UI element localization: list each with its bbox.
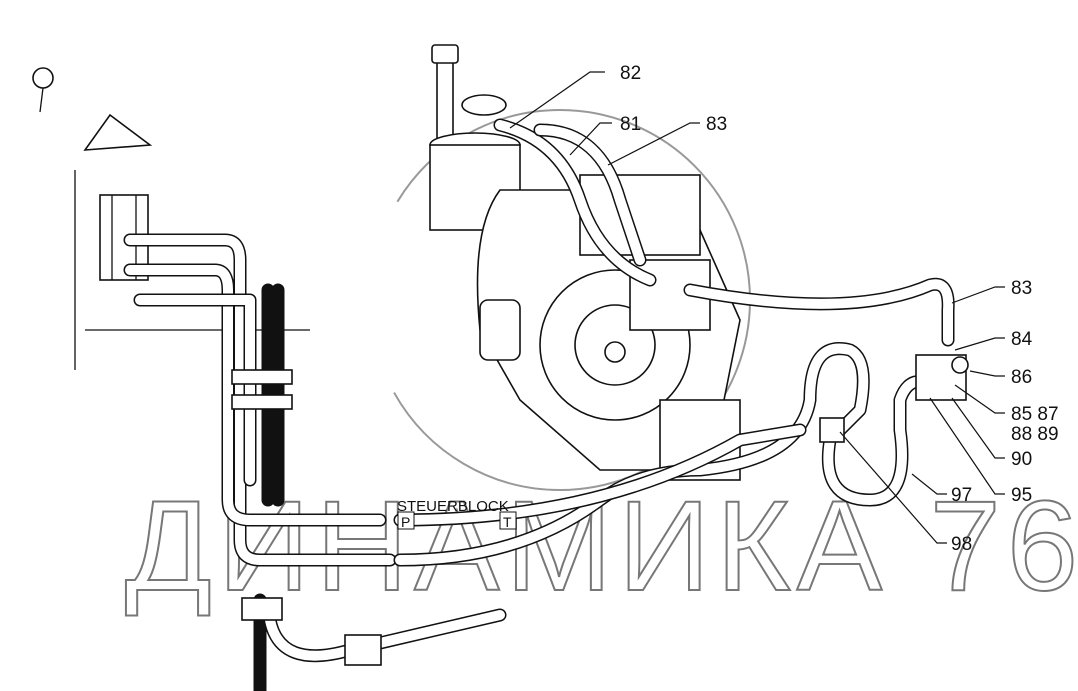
- leader-lines: [509, 71, 1005, 544]
- callout-98: 98: [951, 534, 972, 555]
- tee-fitting: [819, 417, 845, 443]
- callout-83-top: 83: [706, 114, 727, 135]
- pressure-hoses: [393, 118, 969, 567]
- callout-97: 97: [951, 485, 972, 506]
- callout-82: 82: [620, 63, 641, 84]
- steuerblock: STEUERBLOCK P T: [397, 498, 517, 530]
- callout-labels: 82 81 83 83 84 86 85 87 88 89 90 95 97 9…: [620, 63, 1059, 555]
- callout-85-87: 85 87: [1011, 404, 1059, 425]
- callout-86: 86: [1011, 367, 1032, 388]
- steering-hoses: [123, 233, 507, 691]
- svg-text:STEUERBLOCK: STEUERBLOCK: [397, 498, 509, 515]
- callout-90: 90: [1011, 449, 1032, 470]
- svg-text:T: T: [503, 514, 512, 530]
- callout-81: 81: [620, 114, 641, 135]
- steering-wheel: [12, 67, 310, 370]
- callout-83-right: 83: [1011, 278, 1032, 299]
- callout-84: 84: [1011, 329, 1033, 350]
- svg-text:P: P: [401, 514, 410, 530]
- callout-95: 95: [1011, 485, 1032, 506]
- engine-pump-assembly: [429, 44, 741, 481]
- callout-88-89: 88 89: [1011, 424, 1059, 445]
